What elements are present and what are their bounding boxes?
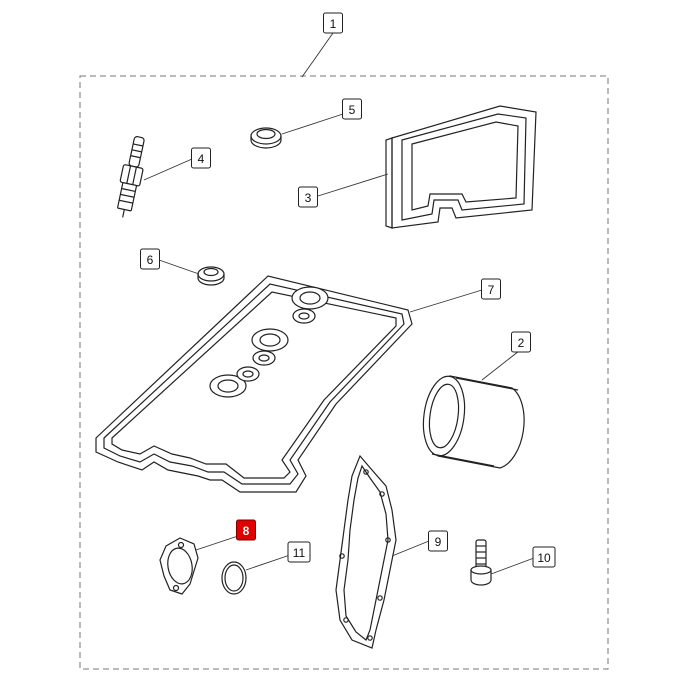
kit-boundary-frame: [79, 75, 609, 670]
callout-6[interactable]: 6: [140, 248, 160, 270]
callout-8-selected[interactable]: 8: [236, 519, 256, 541]
callout-9-label: 9: [435, 535, 442, 549]
callout-2[interactable]: 2: [511, 331, 531, 353]
callout-7-label: 7: [488, 283, 495, 297]
callout-4[interactable]: 4: [191, 147, 211, 169]
callout-3-label: 3: [305, 191, 312, 205]
bolt-part: [470, 539, 492, 586]
callout-11[interactable]: 11: [287, 541, 311, 563]
cover-gasket-part: [335, 454, 397, 649]
oil-seal-part: [197, 266, 225, 286]
callout-6-label: 6: [147, 253, 154, 267]
outlet-gasket-part: [159, 537, 199, 595]
valve-cover-gasket-part: [95, 275, 413, 493]
sealing-washer-part: [250, 127, 282, 149]
callout-5[interactable]: 5: [342, 98, 362, 120]
o-ring-part: [221, 561, 247, 595]
callout-2-label: 2: [518, 336, 525, 350]
callout-11-label: 11: [293, 546, 306, 560]
spark-plug-part: [117, 136, 145, 218]
callout-10-label: 10: [537, 551, 551, 565]
air-filter-part: [385, 105, 537, 229]
callout-5-label: 5: [349, 103, 356, 117]
callout-1-label: 1: [330, 17, 337, 31]
callout-8-label: 8: [243, 524, 250, 538]
callout-1[interactable]: 1: [323, 12, 343, 34]
callout-9[interactable]: 9: [428, 530, 448, 552]
leader-lines: [143, 32, 535, 575]
oil-filter-part: [422, 375, 525, 469]
callout-4-label: 4: [198, 152, 205, 166]
callout-10[interactable]: 10: [532, 546, 556, 568]
callout-7[interactable]: 7: [481, 278, 501, 300]
callout-3[interactable]: 3: [298, 186, 318, 208]
